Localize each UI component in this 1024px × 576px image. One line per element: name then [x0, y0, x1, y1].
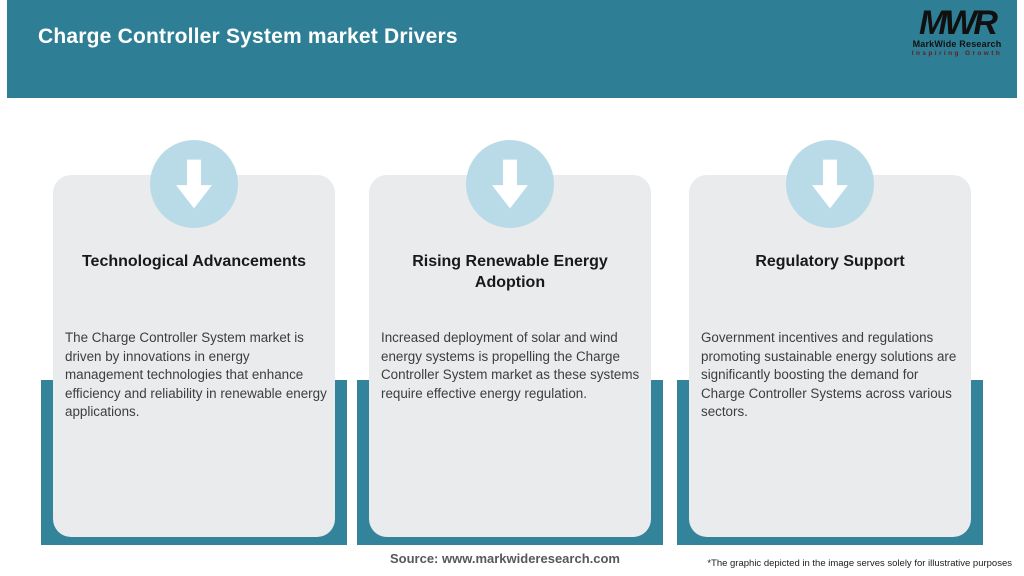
- card-body: Increased deployment of solar and wind e…: [381, 330, 640, 401]
- disclaimer-note: *The graphic depicted in the image serve…: [707, 558, 1012, 569]
- down-arrow-badge: [150, 140, 238, 228]
- logo-company-name: MarkWide Research: [912, 39, 1002, 49]
- source-note: Source: www.markwideresearch.com: [389, 551, 620, 566]
- down-arrow-badge: [466, 140, 554, 228]
- down-arrow-icon: [176, 159, 212, 209]
- driver-column-2: Rising Renewable Energy Adoption Increas…: [357, 140, 663, 545]
- card-title: Regulatory Support: [755, 253, 905, 270]
- mwr-logo-mark: MWR: [919, 4, 998, 42]
- driver-card: Technological Advancements The Charge Co…: [53, 140, 335, 537]
- driver-column-3: Regulatory Support Government incentives…: [677, 140, 983, 545]
- driver-card: Regulatory Support Government incentives…: [689, 140, 971, 537]
- driver-card: Rising Renewable Energy Adoption Increas…: [369, 140, 651, 537]
- driver-column-1: Technological Advancements The Charge Co…: [41, 140, 347, 545]
- card-title: Technological Advancements: [81, 253, 307, 270]
- card-title: Rising Renewable Energy Adoption: [412, 253, 608, 291]
- page-title: Charge Controller System market Drivers: [38, 25, 458, 48]
- card-body: The Charge Controller System market is d…: [65, 330, 327, 420]
- logo-tagline: Inspiring Growth: [911, 50, 1003, 57]
- card-body: Government incentives and regulations pr…: [701, 330, 957, 420]
- down-arrow-icon: [812, 159, 848, 209]
- header-bar: Charge Controller System market Drivers …: [7, 0, 1017, 98]
- markwide-logo: MWR MarkWide Research Inspiring Growth: [905, 6, 1009, 58]
- down-arrow-badge: [786, 140, 874, 228]
- down-arrow-icon: [492, 159, 528, 209]
